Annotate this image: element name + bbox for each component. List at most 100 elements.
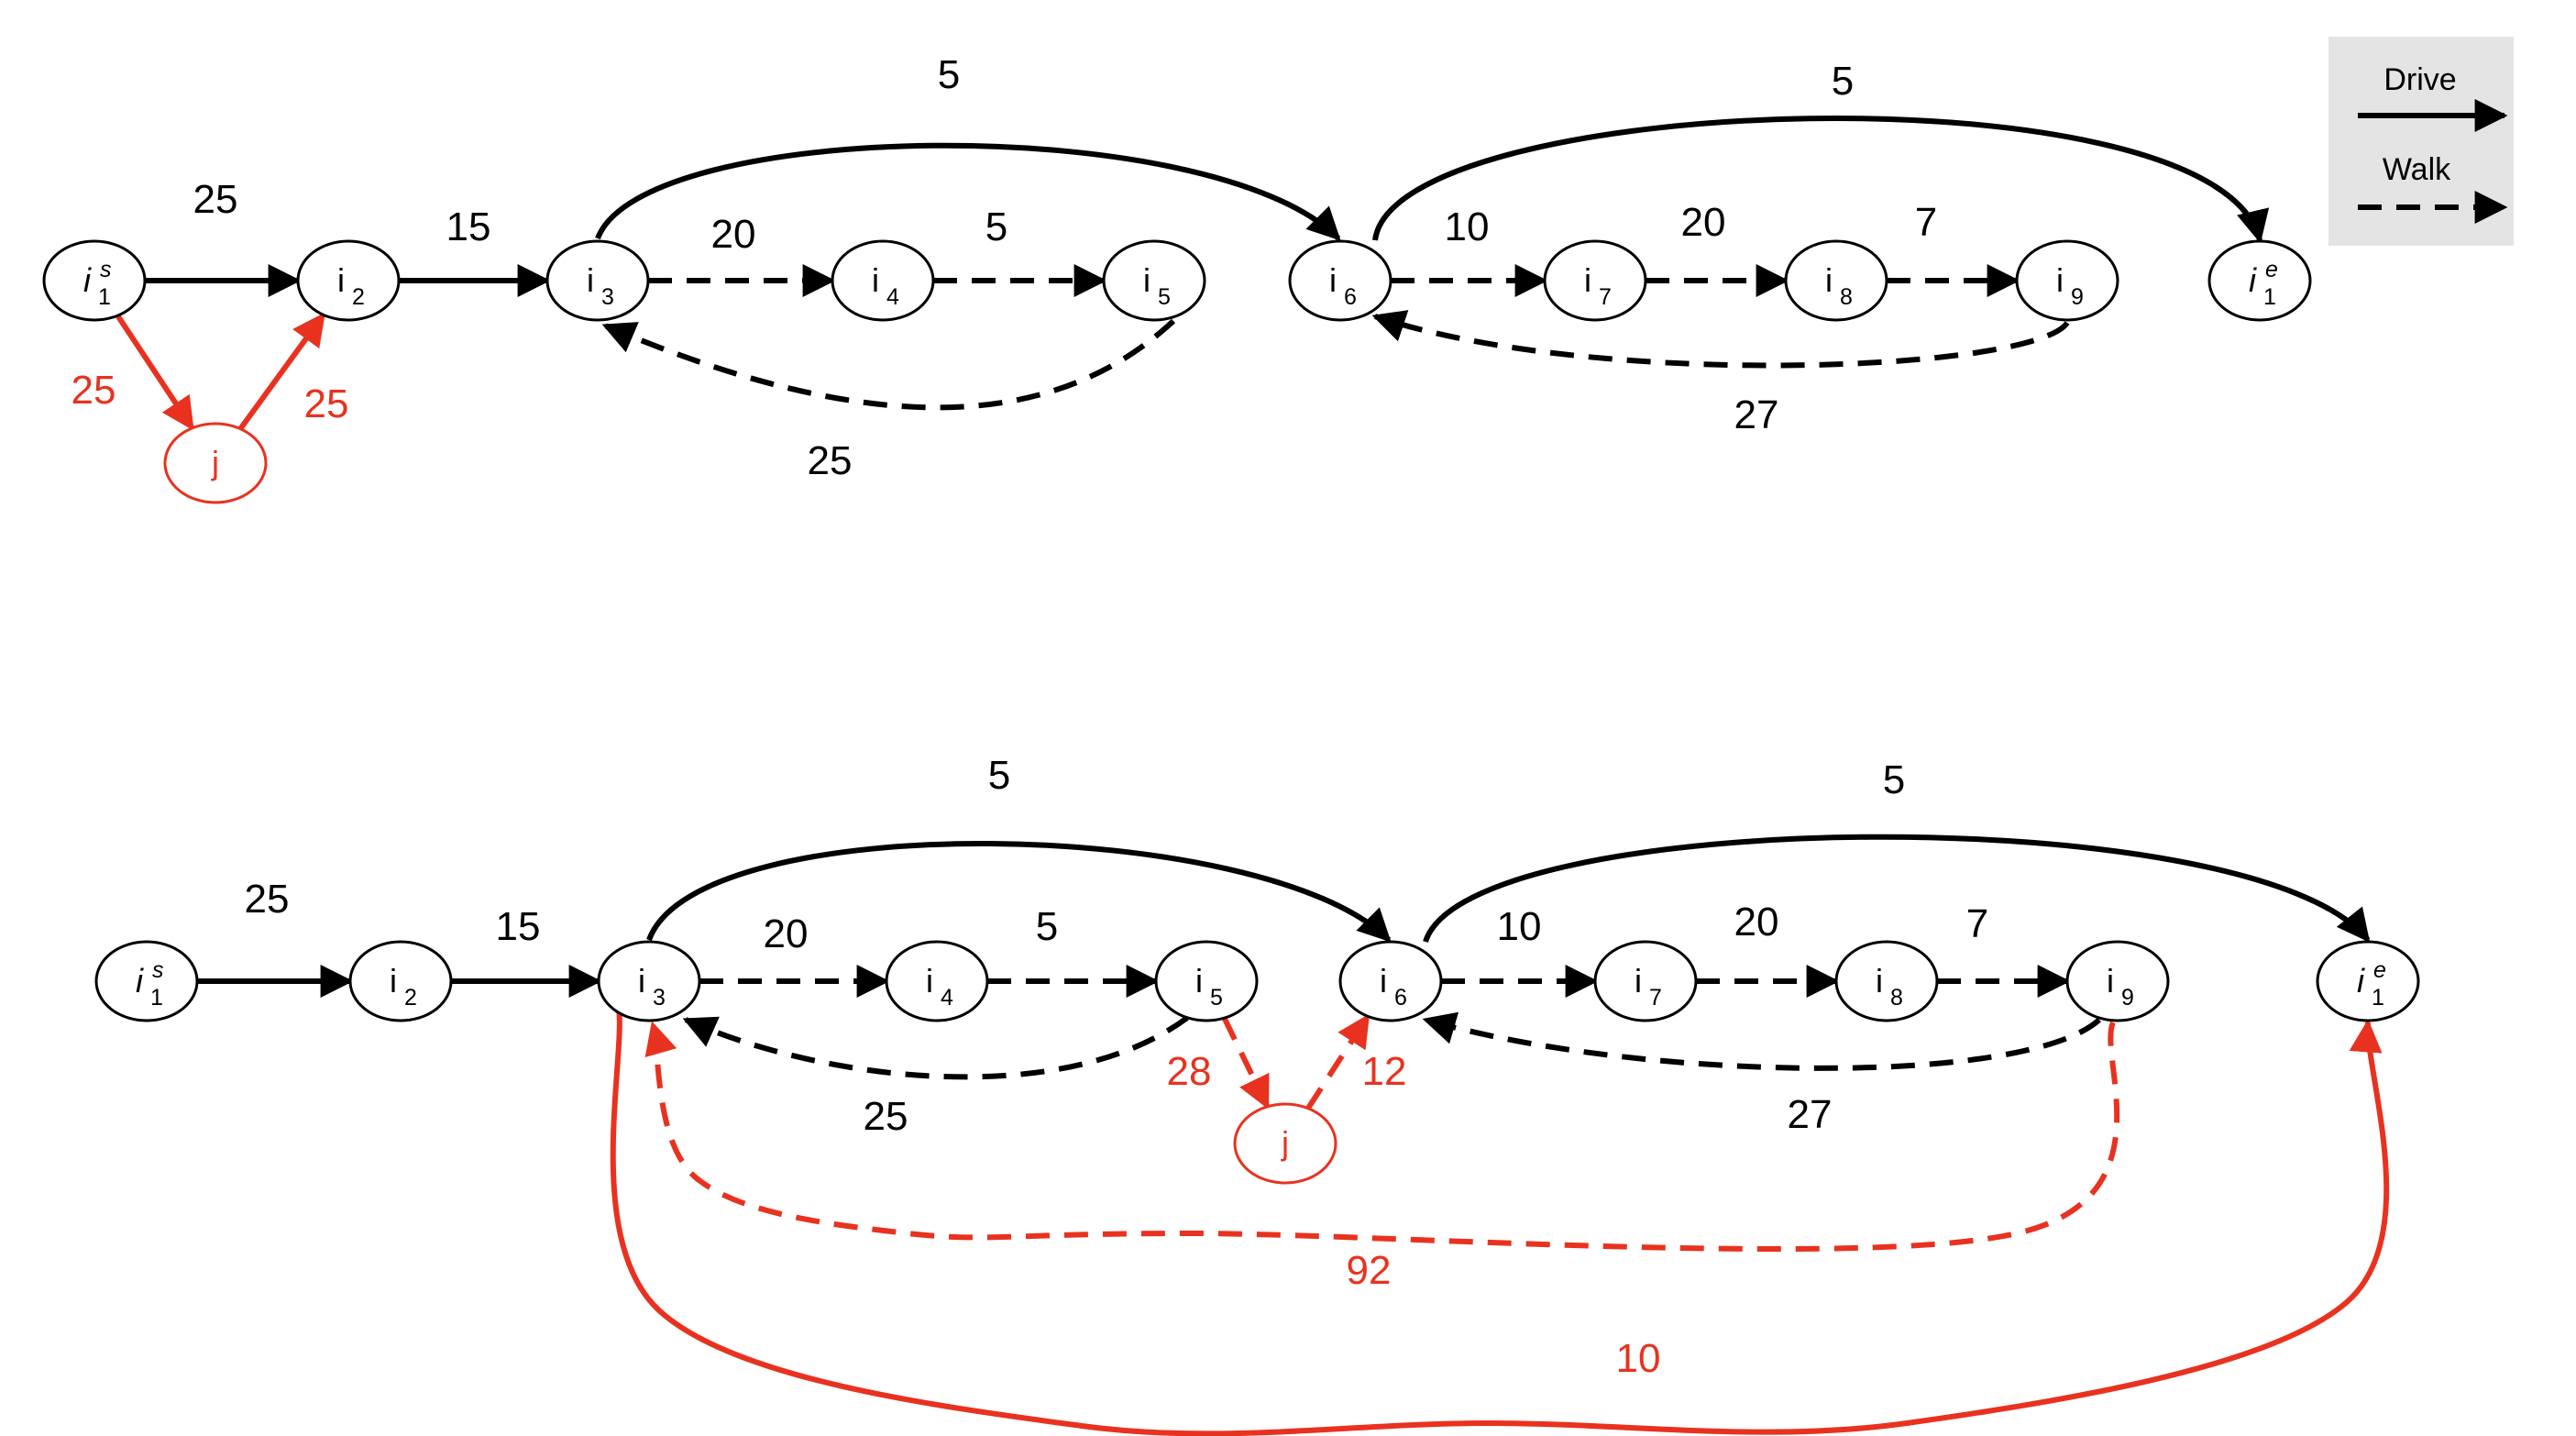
node-subscript: 5 <box>1210 985 1223 1011</box>
node-label: i <box>2107 962 2114 1000</box>
edge-i3-i6-drive <box>595 142 1341 241</box>
edge-label-i6-ie: 5 <box>1832 59 1854 104</box>
edge-label-j-i2: 25 <box>304 381 349 426</box>
edge-label-i8-i9: 7 <box>1966 901 1988 946</box>
node-subscript: 9 <box>2121 985 2134 1011</box>
node-label: i <box>638 962 645 1000</box>
node-subscript: 1 <box>98 284 111 310</box>
node-superscript: s <box>100 257 112 282</box>
edge-i9-i3-walk <box>644 1021 2120 1253</box>
legend-walk-label: Walk <box>2383 152 2451 187</box>
node-subscript: 3 <box>601 284 614 310</box>
node-circle <box>885 940 989 1022</box>
edges <box>197 834 2390 1436</box>
edge-label-i5-i3: 25 <box>808 438 853 483</box>
node-label: i <box>390 962 397 1000</box>
edge-label-is-i2: 25 <box>245 877 290 922</box>
node-subscript: 8 <box>1890 985 1903 1011</box>
node-circle <box>2015 239 2119 322</box>
edge-i5-j-walk <box>1221 1016 1271 1110</box>
node-subscript: 6 <box>1394 985 1407 1011</box>
node-label: i <box>926 962 933 1000</box>
node-label: i <box>1584 261 1591 299</box>
edge-label-i3-i4: 20 <box>711 212 756 257</box>
node-subscript: 8 <box>1840 284 1853 310</box>
node-superscript: e <box>2373 957 2386 983</box>
edge-j-i2-drive <box>237 312 326 431</box>
node-circle <box>163 422 268 504</box>
node-circle <box>348 940 453 1022</box>
node-subscript: 1 <box>2263 284 2276 310</box>
edge-label-i4-i5: 5 <box>985 204 1007 249</box>
node-label: i <box>1195 962 1203 1000</box>
edge-i3-ie-drive <box>610 1008 2390 1436</box>
node-subscript: 9 <box>2071 284 2084 310</box>
node-subscript: 3 <box>653 985 666 1011</box>
edge-i5-i3-walk <box>682 1015 1189 1080</box>
edge-label-i5-j: 28 <box>1167 1049 1212 1094</box>
node-superscript: s <box>152 957 164 983</box>
edge-label-i9-i6: 27 <box>1734 392 1779 437</box>
node-circle <box>1593 940 1698 1022</box>
node-superscript: e <box>2265 257 2278 282</box>
node-circle <box>545 239 650 322</box>
node-subscript: 7 <box>1599 284 1612 310</box>
node-circle <box>1154 940 1259 1022</box>
edge-label-i5-i3: 25 <box>864 1094 908 1139</box>
edge-i6-ie-drive <box>1423 834 2371 943</box>
node-circle <box>1784 239 1888 322</box>
node-label: i <box>1635 962 1642 1000</box>
node-label: i <box>83 261 92 299</box>
node-circle <box>1834 940 1939 1022</box>
edge-is-j-drive <box>115 314 195 431</box>
node-circle <box>1338 940 1443 1022</box>
node-j: j <box>163 422 268 504</box>
node-label: i <box>587 261 594 299</box>
node-subscript: 6 <box>1344 284 1357 310</box>
node-label: i <box>1329 261 1337 299</box>
node-label: i <box>136 962 144 1000</box>
node-circle <box>2207 239 2312 322</box>
edge-label-j-i6: 12 <box>1362 1049 1407 1094</box>
edge-label-i6-ie: 5 <box>1883 757 1905 802</box>
node-circle <box>296 239 401 322</box>
node-label: i <box>1380 962 1387 1000</box>
node-label: i <box>2056 261 2064 299</box>
edge-label-is-i2: 25 <box>193 177 238 222</box>
legend: Drive Walk <box>2328 37 2514 246</box>
node-label: i <box>1825 261 1833 299</box>
node-circle <box>1543 239 1647 322</box>
node-label: i <box>1876 962 1883 1000</box>
node-label: i <box>2249 261 2257 299</box>
edge-label-i2-i3: 15 <box>496 904 541 949</box>
node-circle <box>42 239 147 322</box>
edge-j-i6-walk <box>1305 1013 1371 1110</box>
edge-label-i2-i3: 15 <box>446 204 491 249</box>
edge-label-i3-ie: 10 <box>1616 1336 1661 1381</box>
node-subscript: 2 <box>352 284 365 310</box>
node-circle <box>1288 239 1393 322</box>
node-subscript: 2 <box>404 985 417 1011</box>
node-circle <box>1233 1102 1338 1185</box>
node-circle <box>2065 940 2170 1022</box>
edge-label-i8-i9: 7 <box>1915 200 1937 245</box>
edge-label-i3-i6: 5 <box>938 52 960 97</box>
node-circle <box>831 239 935 322</box>
